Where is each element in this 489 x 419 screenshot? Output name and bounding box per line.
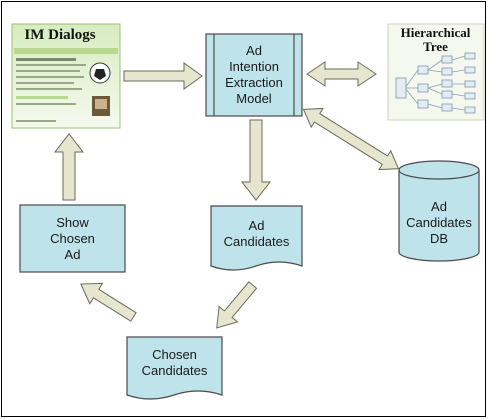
ad-candidates-db-line3: DB [429,231,449,246]
hierarchical-tree-image [387,23,485,121]
arrow-candidates-to-chosen [216,281,258,329]
extraction-model-label: Ad Intention Extraction Model [214,38,294,112]
chosen-candidates-document [126,336,223,400]
show-chosen-ad-box [19,204,126,273]
arrow-im-to-model [123,62,203,90]
arrow-model-tree-bidirectional [306,61,377,87]
ad-candidates-db-line1: Ad [431,199,447,214]
tree-title-line1: Hierarchical [400,25,471,40]
extraction-model-box [205,33,303,117]
im-dialogs-screenshot [11,23,121,129]
chosen-candidates-label: Chosen Candidates [127,343,222,383]
show-chosen-ad-line3: Ad [64,247,81,262]
ad-candidates-line2: Candidates [223,234,290,249]
show-chosen-ad-label: Show Chosen Ad [20,210,125,268]
chosen-candidates-line1: Chosen [152,347,197,362]
hierarchical-tree-title: Hierarchical Tree [388,26,483,54]
show-chosen-ad-line2: Chosen [50,231,95,246]
ad-candidates-line1: Ad [248,218,265,233]
ad-candidates-db-label: Ad Candidates DB [399,196,479,250]
ad-candidates-label: Ad Candidates [211,212,302,256]
ad-candidates-document [210,205,303,271]
im-dialogs-title: IM Dialogs [24,27,96,43]
arrow-model-to-candidates [240,119,272,201]
arrow-show-to-im [53,133,85,201]
extraction-model-line4: Model [236,91,272,106]
arrow-chosen-to-show [80,282,137,322]
extraction-model-line2: Intention [229,59,279,74]
show-chosen-ad-line1: Show [56,215,89,230]
extraction-model-line3: Extraction [225,75,283,90]
tree-title-line2: Tree [423,39,448,54]
arrow-db-model-bidirectional [302,107,400,171]
ad-candidates-db-line2: Candidates [406,215,472,230]
extraction-model-line1: Ad [246,43,262,58]
ad-candidates-db-cylinder [398,160,480,262]
chosen-candidates-line2: Candidates [141,363,208,378]
